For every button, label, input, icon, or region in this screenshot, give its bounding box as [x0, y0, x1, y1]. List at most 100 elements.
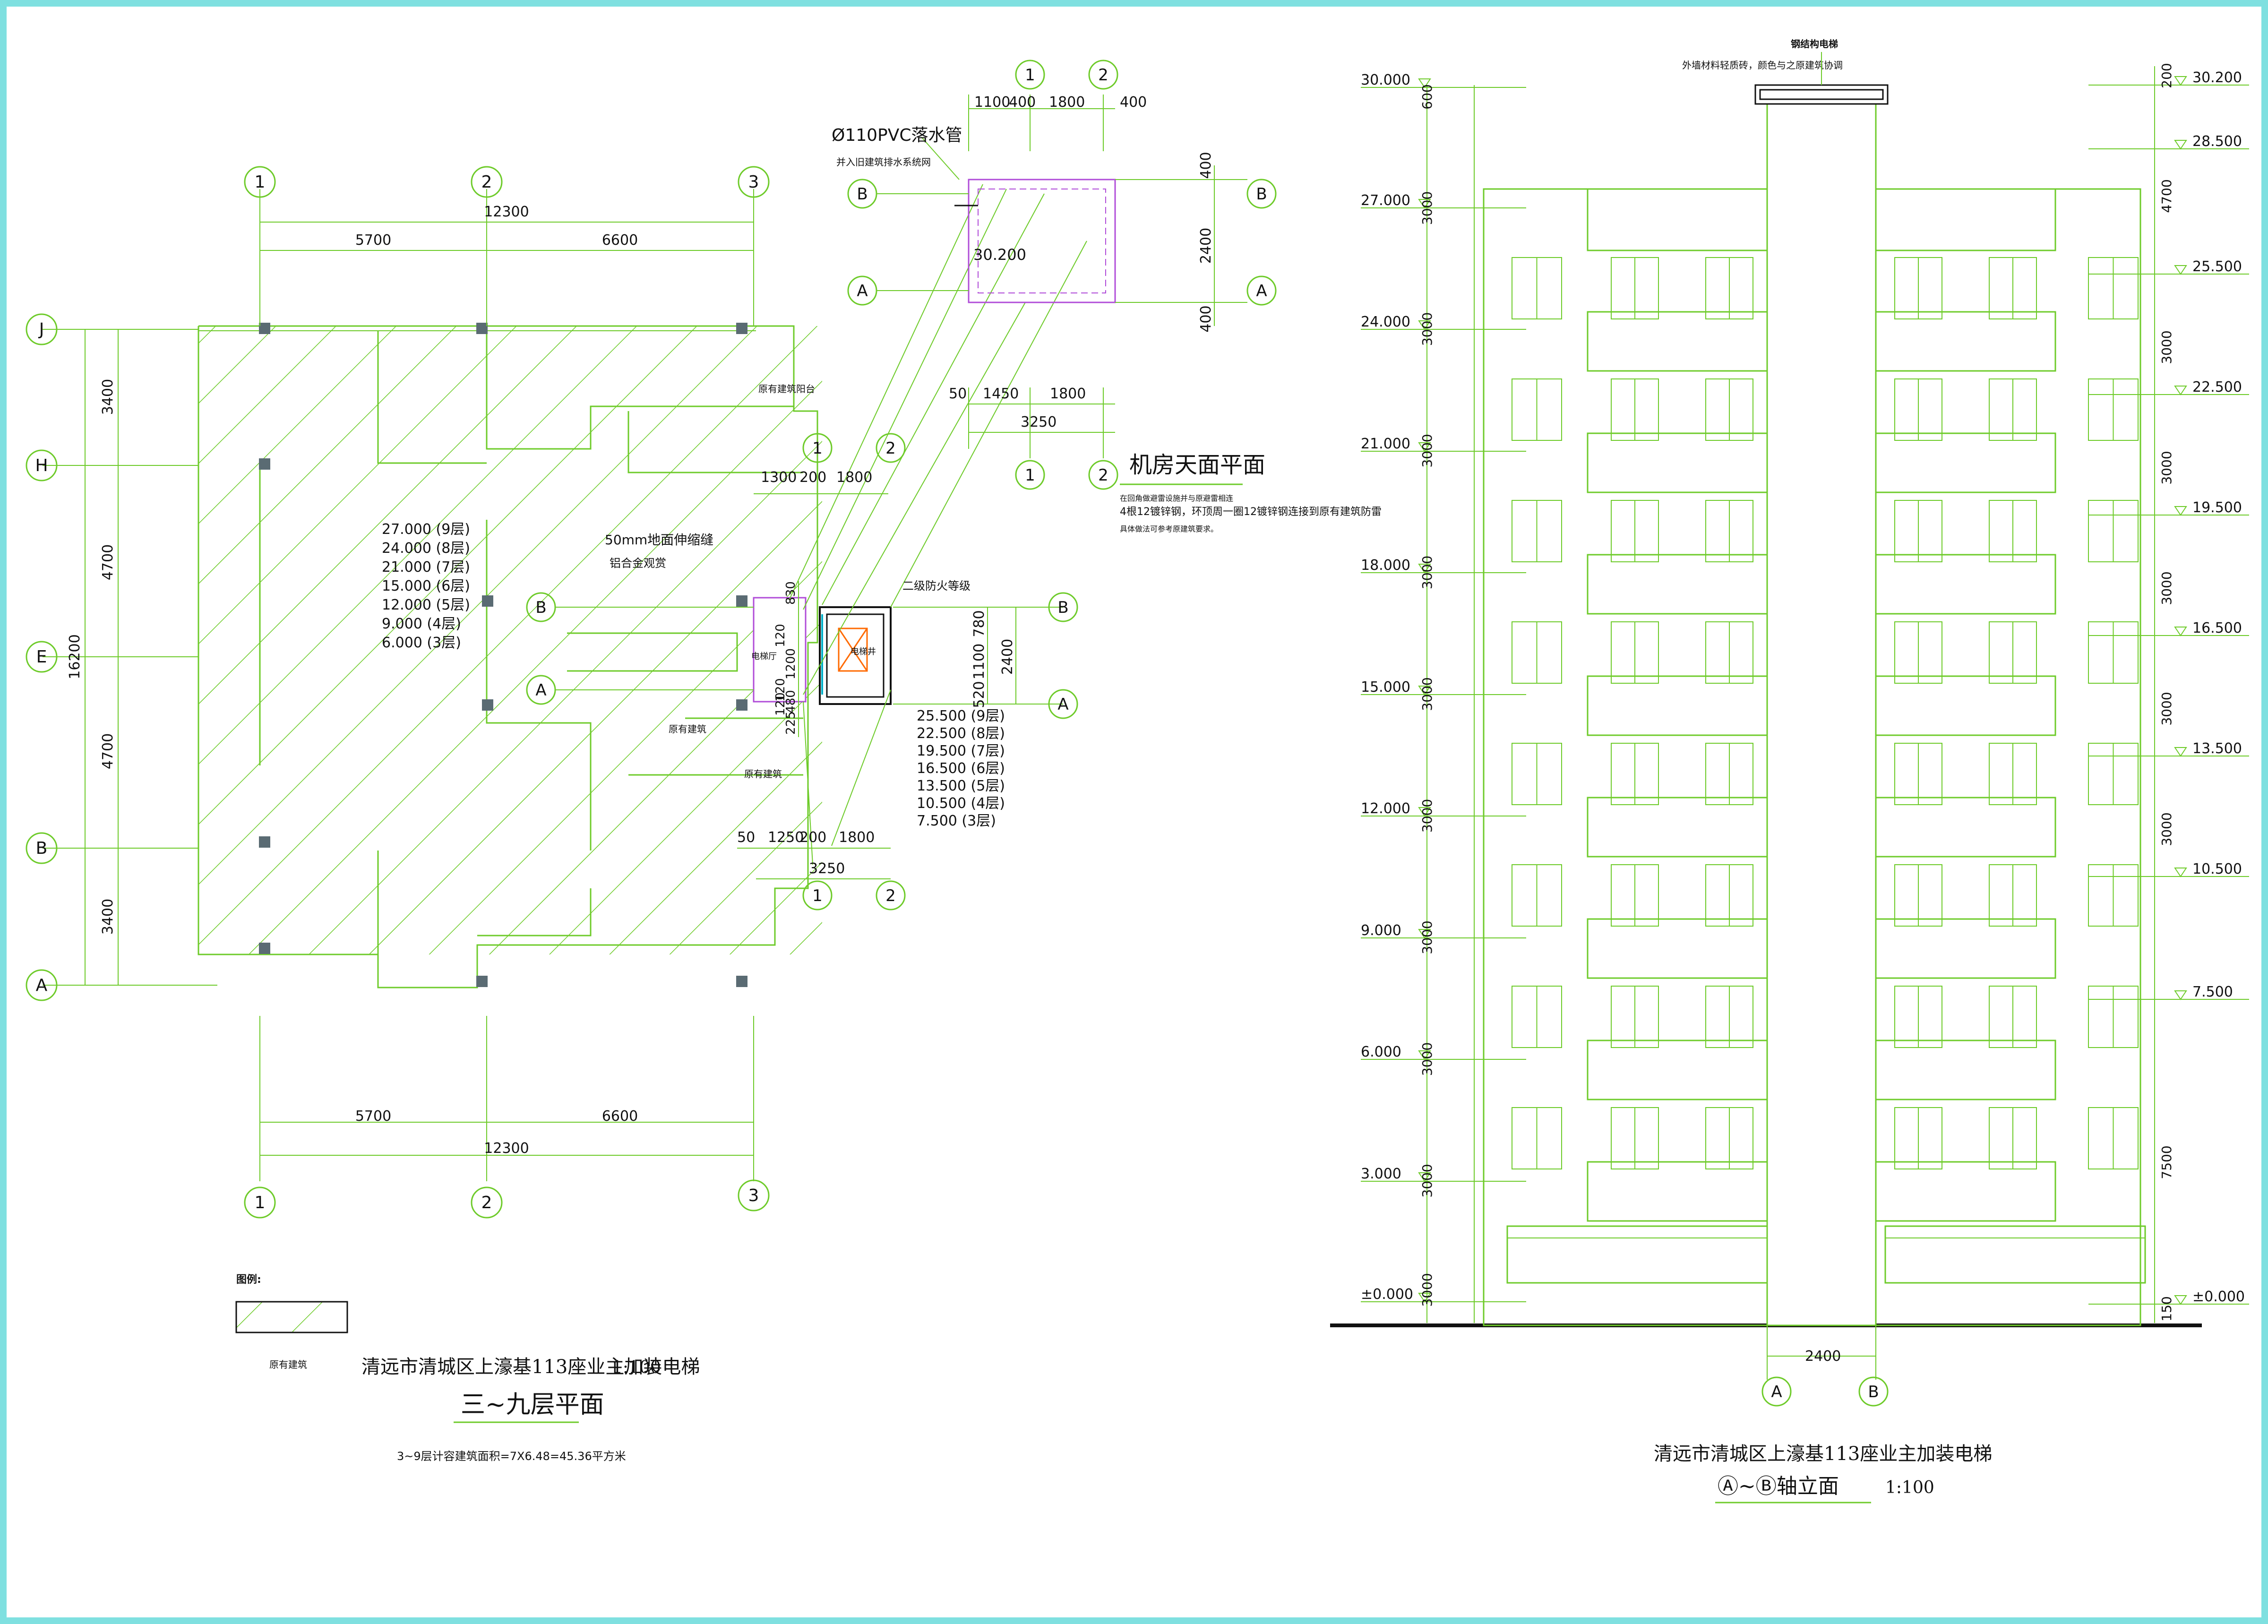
- stair-label: 电梯厅: [751, 652, 777, 662]
- legend-label: 图例:: [236, 1274, 261, 1286]
- balcony-right: [1875, 554, 2056, 615]
- dim-top-1: 5700: [355, 232, 391, 249]
- svg-text:B: B: [1057, 598, 1068, 617]
- right-level-4: 19.500: [2192, 499, 2242, 516]
- left-building-outline: [1483, 188, 1768, 1326]
- right-level-9: ±0.000: [2192, 1289, 2245, 1305]
- svg-text:4根12镀锌钢，环顶周一圈12镀锌钢连接到原有建筑防雷: 4根12镀锌钢，环顶周一圈12镀锌钢连接到原有建筑防雷: [1120, 506, 1382, 518]
- level-3: 6.000 (3层): [382, 635, 461, 651]
- left-level-6: 12.000: [1361, 800, 1410, 817]
- axis-bubble-J: J: [26, 313, 58, 345]
- balcony-right: [1875, 797, 2056, 858]
- roof-axis-2: 2: [1088, 60, 1118, 90]
- level-5: 12.000 (5层): [382, 597, 470, 613]
- svg-text:3: 3: [748, 172, 759, 192]
- svg-text:B: B: [36, 839, 48, 858]
- svg-text:400: 400: [1009, 94, 1036, 111]
- axis-bubble-3-top: 3: [738, 166, 770, 198]
- shaft-axis-B-right: B: [1048, 592, 1078, 622]
- shaft-label: 电梯井: [850, 647, 876, 657]
- shaft-dim-780: 780: [971, 610, 988, 637]
- note-aluminum: 铝合金观赏: [610, 557, 666, 570]
- existing-building-outline: [198, 325, 818, 988]
- shaft-dim-1200: 1200: [784, 648, 798, 679]
- roof-axis-1: 1: [1015, 60, 1045, 90]
- right-dim-7: 7500: [2159, 1145, 2174, 1179]
- axis-bubble-2-top: 2: [471, 166, 503, 198]
- right-level-2: 25.500: [2192, 258, 2242, 275]
- svg-text:1800: 1800: [1049, 94, 1085, 111]
- elev-project-name: 清远市清城区上濠基113座业主加装电梯: [1654, 1443, 1992, 1465]
- shaft-level-list: 25.500 (9层) 22.500 (8层) 19.500 (7层) 16.5…: [917, 708, 1005, 829]
- axis-bubble-1-bottom: 1: [244, 1186, 276, 1219]
- svg-text:A: A: [857, 282, 868, 301]
- roof-axis-B-right: B: [1246, 179, 1277, 209]
- svg-text:1: 1: [1025, 66, 1035, 85]
- shaft-dim-1250: 1250: [768, 829, 804, 846]
- level-4: 9.000 (4层): [382, 616, 461, 632]
- shaft-dim-1800b: 1800: [839, 829, 875, 846]
- left-dim-10: 3000: [1419, 1273, 1435, 1306]
- right-level-5: 16.500: [2192, 620, 2242, 636]
- svg-text:2400: 2400: [1198, 228, 1214, 264]
- svg-text:2: 2: [481, 1193, 492, 1212]
- svg-text:3250: 3250: [1021, 414, 1057, 430]
- right-dim-3: 3000: [2159, 451, 2174, 484]
- svg-text:1800: 1800: [1050, 386, 1086, 402]
- dim-left-3: 4700: [100, 733, 116, 769]
- dim-top-total: 12300: [484, 204, 529, 220]
- plan-level-list: 27.000 (9层) 24.000 (8层) 21.000 (7层) 15.0…: [382, 521, 470, 651]
- svg-text:具体做法可参考原建筑要求。: 具体做法可参考原建筑要求。: [1120, 524, 1218, 533]
- shaft-dim-520: 520: [971, 681, 988, 708]
- note-building: 原有建筑: [669, 723, 706, 735]
- right-level-1: 28.500: [2192, 133, 2242, 150]
- elevator-shaft-plan: 电梯井 电梯厅 1300 200 1800 1 2 50 1250 200 18…: [526, 184, 1087, 911]
- shaft-axis-A-right: A: [1048, 689, 1078, 719]
- right-level-marks: 30.20028.50025.50022.50019.50016.50013.5…: [2088, 63, 2249, 1322]
- axis-bubble-2-bottom: 2: [471, 1186, 503, 1219]
- svg-text:A: A: [1057, 695, 1068, 714]
- svg-text:A: A: [36, 976, 48, 995]
- roof-level: 30.200: [973, 246, 1026, 264]
- left-dim-1: 3000: [1419, 191, 1435, 225]
- note-expansion-joint: 50mm地面伸缩缝: [605, 532, 713, 548]
- axis-bubble-3-bottom: 3: [738, 1179, 770, 1212]
- shaft-dim-1300: 1300: [761, 469, 797, 486]
- dim-bottom-2: 6600: [602, 1108, 638, 1125]
- left-dim-5: 3000: [1419, 677, 1435, 711]
- dim-bottom-1: 5700: [355, 1108, 391, 1125]
- floor-plan-3-9: 12300 5700 6600 5700 6600 12300 3400 470…: [26, 166, 822, 1219]
- left-level-4: 18.000: [1361, 557, 1410, 574]
- balcony-right: [1875, 1040, 2056, 1100]
- roof-axis-2-bottom: 2: [1088, 460, 1118, 490]
- axis-bubble-A: A: [26, 969, 58, 1001]
- axis-bubble-E: E: [26, 641, 58, 673]
- elevation-A-B: 30.00027.00024.00021.00018.00015.00012.0…: [1330, 38, 2249, 1504]
- elev-axis-B: B: [1858, 1376, 1889, 1407]
- plan-title: 三~九层平面: [461, 1391, 604, 1419]
- left-level-3: 21.000: [1361, 436, 1410, 452]
- svg-text:22.500 (8层): 22.500 (8层): [917, 725, 1005, 742]
- plan-scale: 1:100: [612, 1358, 661, 1377]
- balcony-right: [1875, 311, 2056, 372]
- right-dim-0: 200: [2159, 63, 2174, 88]
- svg-text:A: A: [1256, 282, 1267, 301]
- existing-building-hatch: [198, 326, 822, 954]
- right-level-8: 7.500: [2192, 984, 2233, 1000]
- right-level-3: 22.500: [2192, 379, 2242, 395]
- plan-area-note: 3~9层计容建筑面积=7X6.48=45.36平方米: [397, 1450, 626, 1463]
- svg-text:B: B: [535, 598, 546, 617]
- svg-text:16.500 (6层): 16.500 (6层): [917, 760, 1005, 777]
- note-balcony: 原有建筑阳台: [758, 383, 815, 395]
- svg-text:1: 1: [812, 439, 823, 458]
- elevation-balconies: [1512, 257, 2139, 1222]
- shaft-dim-200b: 200: [799, 829, 826, 846]
- svg-text:19.500 (7层): 19.500 (7层): [917, 743, 1005, 759]
- svg-text:2: 2: [481, 172, 492, 192]
- legend-item: 原有建筑: [269, 1359, 307, 1370]
- balcony-right: [1875, 675, 2056, 736]
- shaft-axis-1-bottom: 1: [802, 880, 833, 911]
- right-level-0: 30.200: [2192, 69, 2242, 86]
